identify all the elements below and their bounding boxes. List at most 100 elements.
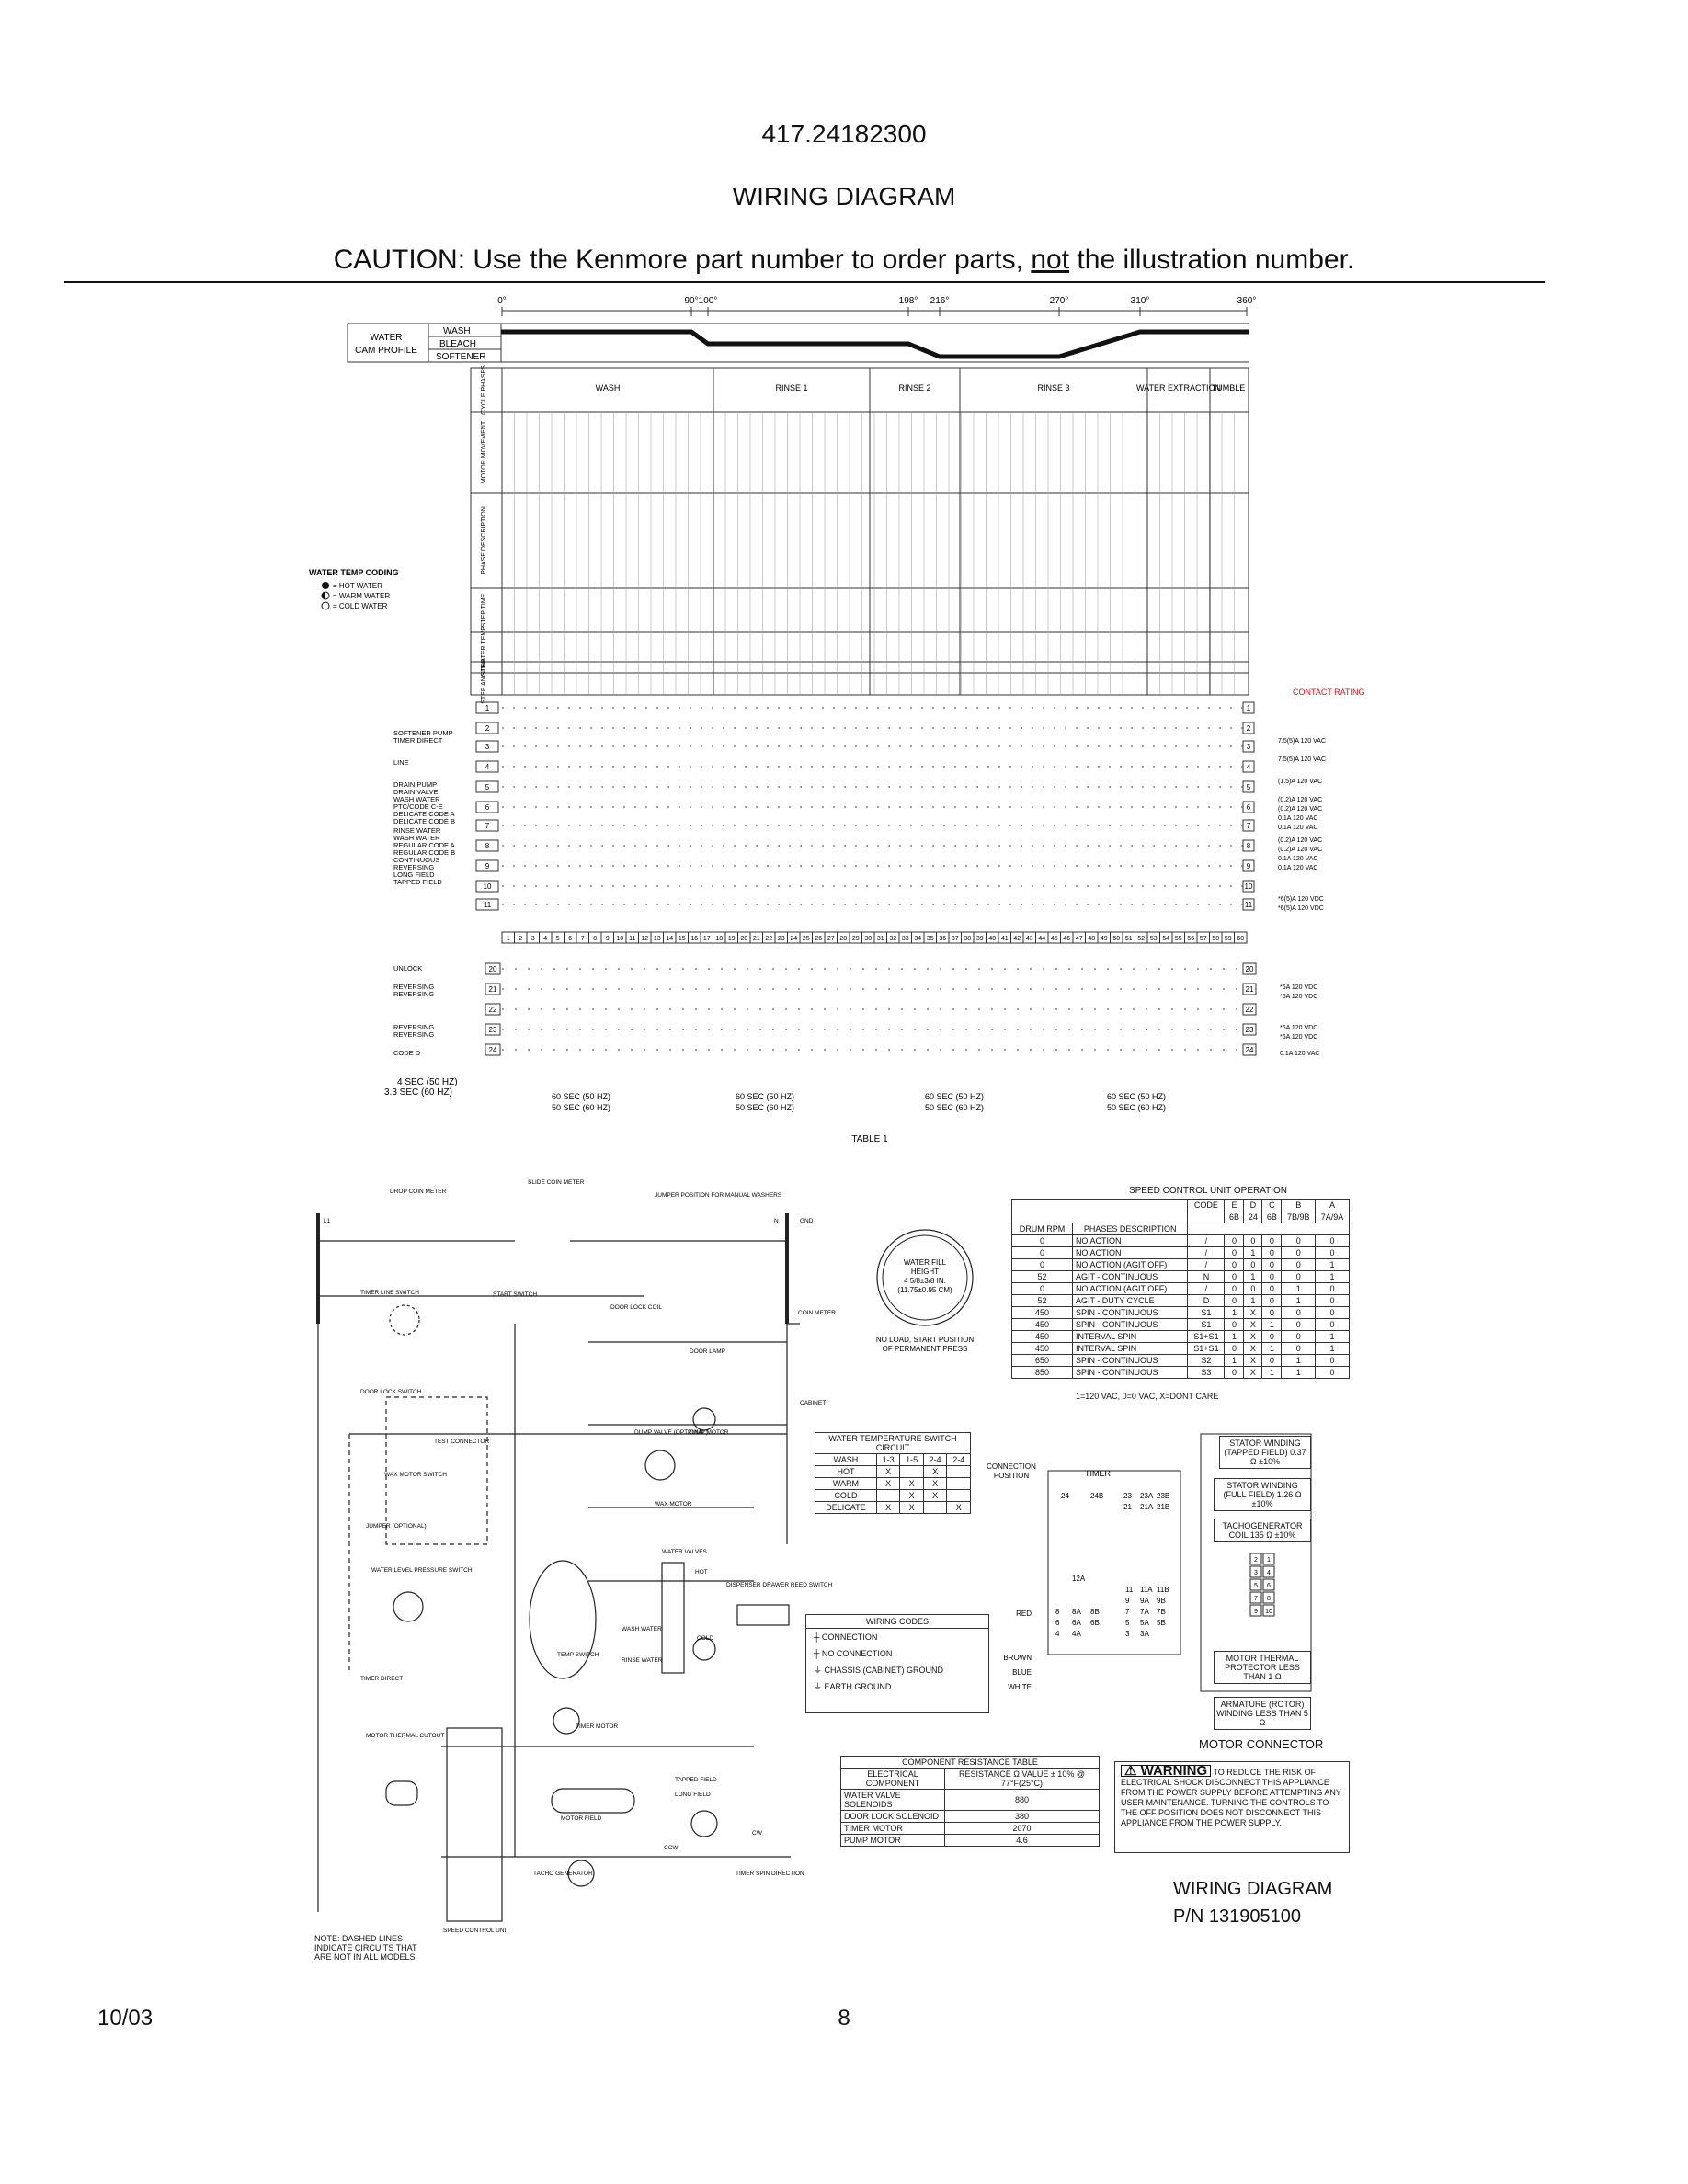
speed-phase: SPIN - CONTINUOUS (1071, 1318, 1189, 1331)
switch-terminal (475, 801, 499, 813)
res-component: TIMER MOTOR (840, 1822, 945, 1835)
code-col-letter: A (1315, 1199, 1350, 1211)
timer-terminal-bottom: 12A (1072, 1575, 1086, 1583)
step-number: 10 (616, 936, 623, 942)
lower-terminal (485, 1003, 501, 1016)
wts-cell: X (875, 1477, 901, 1490)
wts-cell: COLD (815, 1489, 877, 1502)
timer-terminal-bottom: 11B (1157, 1586, 1169, 1594)
code-subhead (1187, 1211, 1226, 1223)
wire-color-label: BROWN (1003, 1654, 1032, 1662)
step-number: 7 (581, 936, 585, 942)
degree-mark: 360° (1237, 296, 1257, 306)
switch-label: REVERSING (393, 863, 434, 871)
step-number: 35 (927, 936, 934, 942)
switch-number: 1 (485, 704, 490, 712)
switch-number: 11 (484, 901, 492, 909)
switch-label: WASH WATER (393, 795, 440, 803)
schematic-label: L1 (324, 1218, 331, 1224)
schematic-label: WAX MOTOR SWITCH (384, 1472, 447, 1478)
speed-code: S1+S1 (1187, 1330, 1226, 1343)
speed-value: 0 (1243, 1282, 1263, 1295)
wts-cell: HOT (815, 1465, 877, 1478)
water-fill-text-2: HEIGHT (911, 1268, 939, 1276)
schematic-label: COLD (697, 1635, 713, 1642)
speed-rpm: 450 (1011, 1342, 1073, 1355)
step-number: 45 (1051, 936, 1058, 942)
speed-rpm: 52 (1011, 1270, 1073, 1283)
switch-number-right: 8 (1247, 842, 1251, 850)
speed-value: 0 (1281, 1306, 1317, 1319)
wiring-code-label: CONNECTION (821, 1632, 878, 1642)
timer-terminal-bottom: 5A (1140, 1619, 1149, 1627)
warning-heading-text: WARNING (1140, 1763, 1208, 1779)
step-number: 52 (1137, 936, 1145, 942)
lower-terminal-right (1242, 962, 1257, 975)
lower-terminal (485, 983, 501, 995)
wts-cell: X (899, 1501, 924, 1514)
contact-rating: (0.2)A 120 VAC (1278, 837, 1322, 844)
lower-contact-rating: *6A 120 VDC (1280, 984, 1317, 991)
speed-phase: INTERVAL SPIN (1071, 1342, 1189, 1355)
step-number: 51 (1125, 936, 1133, 942)
speed-value: 0 (1315, 1246, 1350, 1259)
speed-code: / (1187, 1282, 1226, 1295)
res-value: 4.6 (943, 1834, 1101, 1847)
schematic-label: DOOR LAMP (690, 1348, 725, 1355)
switch-number-right: 7 (1247, 822, 1251, 830)
speed-value: 0 (1261, 1234, 1283, 1247)
stator-tapped-box: STATOR WINDING (TAPPED FIELD) 0.37 Ω ±10… (1219, 1436, 1311, 1469)
lower-terminal-number-right: 23 (1246, 1026, 1254, 1034)
row-header: CYCLE PHASES (481, 365, 487, 415)
speed-value: X (1243, 1306, 1263, 1319)
speed-value: 0 (1315, 1306, 1350, 1319)
speed-code: D (1187, 1294, 1226, 1307)
code-col-number: 6B (1224, 1211, 1245, 1223)
timer-terminal-bottom: 5 (1125, 1619, 1130, 1627)
caution-line: CAUTION: Use the Kenmore part number to … (0, 245, 1688, 276)
warning-heading: ⚠ WARNING (1121, 1763, 1212, 1779)
step-number: 22 (765, 936, 772, 942)
speed-value: 0 (1315, 1234, 1350, 1247)
motor-pin (1249, 1565, 1262, 1578)
step-number: 53 (1150, 936, 1158, 942)
cycle-phase-label: TUMBLE (1212, 383, 1246, 392)
step-number: 25 (803, 936, 810, 942)
timer-terminal-bottom: 11 (1125, 1586, 1134, 1594)
degree-mark: 216° (930, 296, 950, 306)
lower-terminal-right (1242, 1003, 1257, 1016)
switch-label: DELICATE CODE B (393, 817, 455, 825)
schematic-label: DUMP VALVE (OPTIONAL) (634, 1429, 708, 1436)
cold-water-icon (321, 601, 330, 610)
speed-phase: SPIN - CONTINUOUS (1071, 1306, 1189, 1319)
wire-color-label: RED (1016, 1610, 1032, 1618)
schematic-label: SPEED CONTROL UNIT (443, 1928, 509, 1934)
degree-mark: 310° (1131, 296, 1150, 306)
timer-terminal-top: 21B (1157, 1503, 1169, 1511)
switch-label: RINSE WATER (393, 826, 441, 835)
motor-pin-number: 5 (1254, 1583, 1258, 1589)
water-fill-text-3: 4 5/8±3/8 IN. (904, 1277, 946, 1285)
speed-control-legend: 1=120 VAC, 0=0 VAC, X=DONT CARE (1076, 1392, 1219, 1401)
step-number: 2 (519, 936, 522, 942)
timer-terminal-bottom: 7A (1140, 1608, 1149, 1616)
motor-pin-number: 4 (1267, 1570, 1271, 1576)
speed-value: 1 (1243, 1294, 1263, 1307)
lower-switch-label: REVERSING (393, 983, 434, 991)
motor-pin-number: 6 (1267, 1583, 1271, 1589)
contact-rating: 0.1A 120 VAC (1278, 856, 1317, 862)
degree-mark: 90° (684, 296, 698, 306)
footer-page-number: 8 (838, 2006, 850, 2030)
timer-terminal-top: 23B (1157, 1492, 1169, 1500)
step-number: 11 (629, 936, 635, 942)
water-fill-text-4: (11.75±0.95 CM) (897, 1286, 952, 1294)
timer-terminal-bottom: 8 (1055, 1608, 1060, 1616)
contact-rating: (0.2)A 120 VAC (1278, 797, 1322, 803)
